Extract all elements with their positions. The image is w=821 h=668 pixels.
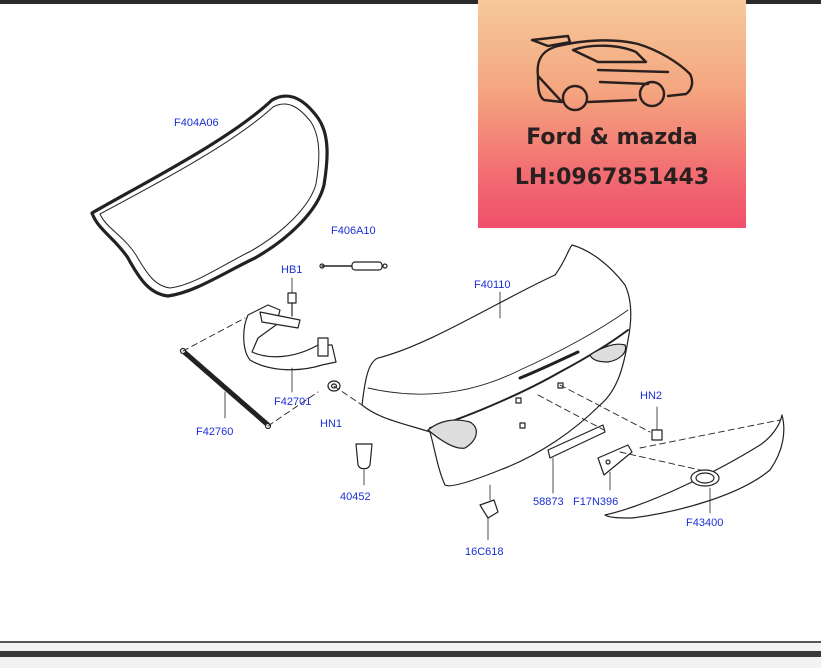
label-plate: 58873 bbox=[533, 496, 564, 508]
label-trunk-lid: F40110 bbox=[474, 279, 511, 291]
label-gas-strut: F406A10 bbox=[331, 225, 376, 237]
banner-phone: LH:0967851443 bbox=[514, 165, 710, 190]
mounting-bracket bbox=[597, 444, 633, 491]
scrollbar-track[interactable] bbox=[0, 651, 821, 657]
label-nut-hn1: HN1 bbox=[320, 418, 342, 430]
label-nut-hn2: HN2 bbox=[640, 390, 662, 402]
label-torsion-spring: F42760 bbox=[196, 426, 233, 438]
rear-applique bbox=[604, 414, 785, 519]
trunk-lid bbox=[361, 244, 632, 487]
window-top-border bbox=[0, 0, 821, 4]
bolt-hb1 bbox=[287, 277, 297, 317]
label-applique: F43400 bbox=[686, 517, 723, 529]
label-switch: 16C618 bbox=[465, 546, 504, 558]
label-hinge: F42701 bbox=[274, 396, 311, 408]
rubber-bumper bbox=[355, 443, 373, 486]
assembly-guide-lines bbox=[182, 317, 781, 471]
weatherstrip-seal bbox=[90, 94, 329, 298]
release-switch bbox=[479, 484, 499, 541]
trunk-hinge bbox=[243, 304, 337, 393]
label-weatherstrip: F404A06 bbox=[174, 117, 219, 129]
window-bottom-bar bbox=[0, 641, 821, 668]
torsion-spring bbox=[179, 347, 272, 430]
license-plate-panel bbox=[547, 424, 606, 494]
exploded-parts-diagram: F404A06 F406A10 HB1 F40110 F42701 F42760… bbox=[90, 94, 785, 558]
nut-hn2 bbox=[651, 406, 663, 441]
label-bolt-hb1: HB1 bbox=[281, 264, 302, 276]
label-bumper: 40452 bbox=[340, 491, 371, 503]
label-bracket: F17N396 bbox=[573, 496, 618, 508]
sports-car-icon bbox=[530, 34, 694, 112]
gas-strut bbox=[319, 261, 388, 271]
shop-banner: Ford & mazda LH:0967851443 bbox=[478, 0, 746, 228]
banner-title: Ford & mazda bbox=[526, 125, 698, 150]
